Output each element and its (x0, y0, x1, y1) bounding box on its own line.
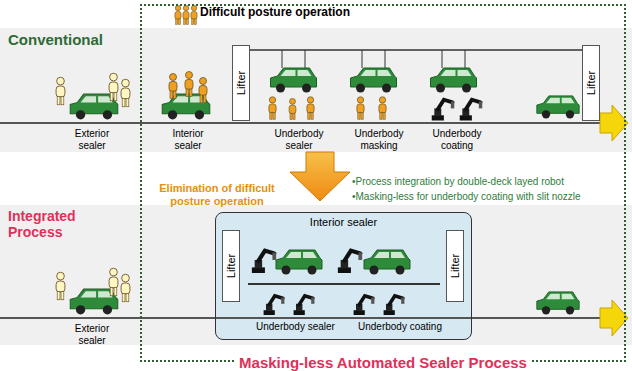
cell-fill (216, 213, 472, 340)
lifter-label: Lifter (585, 71, 598, 95)
bullet-note: •Process integration by double-deck laye… (352, 176, 564, 188)
worker (289, 98, 296, 119)
worker-icon (191, 5, 197, 24)
car (537, 96, 579, 119)
car (364, 250, 410, 275)
station-label: Exterior sealer (62, 323, 122, 346)
process-label: Interior sealer (310, 216, 377, 229)
bullet-note: •Masking-less for underbody coating with… (352, 191, 581, 203)
lifter-box: Lifter (446, 230, 464, 302)
worker (109, 73, 118, 101)
deck (248, 283, 440, 285)
worker-icon (183, 5, 189, 24)
bottom-band (0, 205, 632, 345)
worker (357, 97, 364, 120)
worker (199, 78, 207, 103)
car (271, 68, 317, 93)
section-title: Conventional (8, 31, 103, 48)
car (276, 250, 322, 275)
transition-arrow (290, 152, 350, 201)
flow-arrow (600, 105, 628, 141)
sealer-robot (294, 296, 315, 315)
worker (169, 74, 177, 99)
hangers (282, 50, 465, 68)
worker (269, 97, 276, 120)
station-label: Underbody coating (426, 128, 488, 151)
note-heading: Difficult posture operation (200, 6, 350, 20)
sealer-robot (264, 296, 285, 315)
overhead-rail (250, 49, 582, 51)
process-line (0, 317, 600, 319)
section-title: Integrated Process (8, 208, 88, 240)
car (351, 68, 397, 93)
station-label: Underbody sealer (268, 128, 330, 151)
sealer-robot (252, 251, 276, 273)
worker (379, 97, 386, 120)
worker (307, 97, 314, 120)
lifter-label: Lifter (449, 254, 462, 278)
process-label: Underbody coating (358, 321, 442, 333)
top-band (0, 28, 632, 152)
coating-robot (432, 100, 455, 121)
station-label: Exterior sealer (62, 128, 122, 151)
lifter-box: Lifter (222, 230, 240, 302)
car (431, 68, 477, 93)
lifter-label: Lifter (235, 71, 248, 95)
worker (56, 77, 65, 105)
coating-robot (384, 296, 405, 315)
worker (185, 72, 193, 97)
automated-cell: Interior sealerUnderbody sealer Underbody… (215, 212, 472, 340)
car (537, 292, 579, 315)
process-label: Underbody sealer (256, 321, 335, 333)
worker (121, 274, 130, 302)
station-label: Interior sealer (158, 128, 218, 151)
worker-icon (175, 5, 181, 24)
transition-note: Elimination of difficult posture operati… (146, 182, 288, 207)
lifter-label: Lifter (225, 254, 238, 278)
lifter-box: Lifter (232, 45, 250, 121)
worker (56, 272, 65, 300)
coating-robot (354, 296, 375, 315)
process-line (0, 122, 600, 124)
region-title: Masking-less Automated Sealer Process (235, 354, 531, 371)
worker (109, 268, 118, 296)
worker (121, 79, 130, 107)
station-label: Underbody masking (348, 128, 410, 151)
flow-arrow (600, 300, 628, 336)
lifter-box: Lifter (582, 45, 600, 121)
coating-robot (460, 100, 483, 121)
sealer-robot (338, 251, 362, 273)
